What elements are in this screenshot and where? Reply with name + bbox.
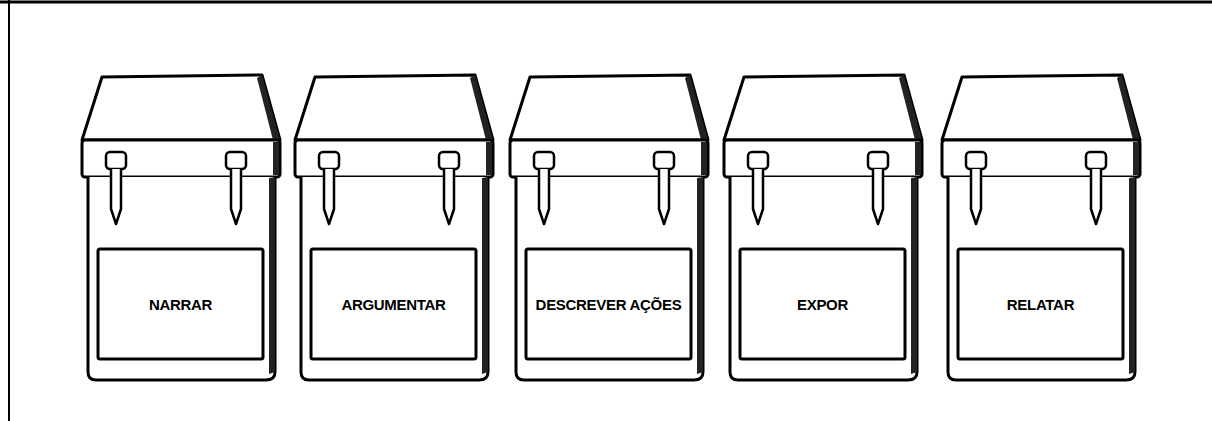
lid-shade [257, 75, 280, 140]
clasp [868, 152, 888, 169]
bin-lid [724, 75, 922, 140]
band-shade [273, 142, 279, 175]
clasp [966, 152, 986, 169]
clasp-strap [444, 169, 454, 224]
clasp-strap [1091, 169, 1101, 224]
bin-label-text: ARGUMENTAR [341, 296, 445, 313]
band-shade [486, 142, 492, 175]
body-shade [482, 177, 488, 374]
clasp [654, 152, 674, 169]
label-plate [740, 249, 905, 359]
body-shade [1129, 177, 1135, 374]
frame-top-line [0, 1, 1212, 4]
label-area: ARGUMENTAR [311, 249, 476, 359]
bin-box: EXPOR [722, 72, 924, 387]
band-shade [1133, 142, 1139, 175]
clasp [319, 152, 339, 169]
bin-label-text: EXPOR [797, 296, 848, 313]
clasp [439, 152, 459, 169]
clasp-strap [971, 169, 981, 224]
clasp-strap [539, 169, 549, 224]
clasp [226, 152, 246, 169]
lid-shade [1117, 75, 1140, 140]
body-shade [697, 177, 703, 374]
bin-lid [942, 75, 1140, 140]
bin-box: NARRAR [80, 72, 282, 387]
clasp-strap [324, 169, 334, 224]
bin-label-text: DESCREVER AÇÕES [536, 296, 682, 313]
bin-box: ARGUMENTAR [293, 72, 495, 387]
clasp-strap [231, 169, 241, 224]
bin-lid [510, 75, 708, 140]
bin-box: DESCREVER AÇÕES [508, 72, 710, 387]
label-area: RELATAR [958, 249, 1123, 359]
clasp-strap [659, 169, 669, 224]
bin-outline [940, 72, 1142, 387]
body-shade [269, 177, 275, 374]
bin-outline [293, 72, 495, 387]
lid-shade [899, 75, 922, 140]
bin-outline [722, 72, 924, 387]
clasp [534, 152, 554, 169]
bin-outline [508, 72, 710, 387]
label-plate [98, 249, 263, 359]
clasp-strap [111, 169, 121, 224]
bin-lid [295, 75, 493, 140]
bin-box: RELATAR [940, 72, 1142, 387]
label-area: DESCREVER AÇÕES [526, 249, 691, 359]
label-plate [526, 249, 691, 359]
label-plate [958, 249, 1123, 359]
lid-shade [685, 75, 708, 140]
label-area: EXPOR [740, 249, 905, 359]
label-area: NARRAR [98, 249, 263, 359]
bin-lid [82, 75, 280, 140]
frame-left-line [8, 0, 10, 421]
clasp [1086, 152, 1106, 169]
clasp [748, 152, 768, 169]
clasp-strap [753, 169, 763, 224]
lid-shade [470, 75, 493, 140]
bin-label-text: RELATAR [1007, 296, 1074, 313]
clasp-strap [873, 169, 883, 224]
body-shade [911, 177, 917, 374]
band-shade [701, 142, 707, 175]
bin-outline [80, 72, 282, 387]
clasp [106, 152, 126, 169]
label-plate [311, 249, 476, 359]
band-shade [915, 142, 921, 175]
bin-label-text: NARRAR [149, 296, 212, 313]
